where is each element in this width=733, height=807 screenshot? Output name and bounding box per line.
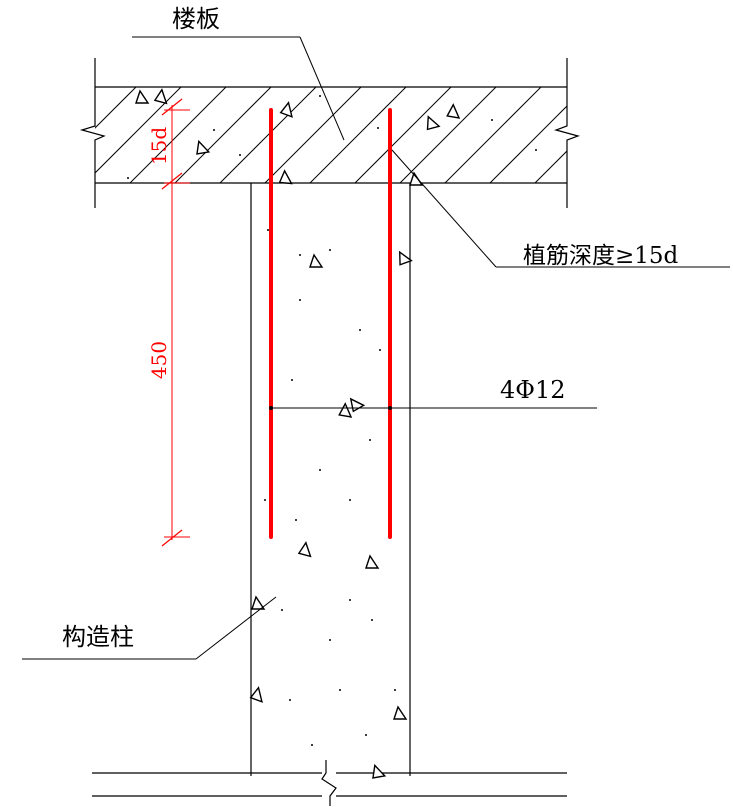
concrete-aggregate-marks <box>127 88 537 779</box>
floor-break-symbol <box>321 760 337 806</box>
hatch-line <box>174 87 272 183</box>
aggregate-triangle <box>135 89 150 104</box>
aggregate-triangle <box>297 541 312 558</box>
aggregate-dot <box>213 129 215 131</box>
aggregate-triangle <box>279 101 293 118</box>
aggregate-triangle <box>426 115 441 131</box>
aggregate-triangle <box>196 139 211 155</box>
hatch-line <box>354 87 452 183</box>
aggregate-dot <box>319 95 321 97</box>
aggregate-dot <box>491 119 493 121</box>
aggregate-triangle <box>249 686 263 703</box>
aggregate-dot <box>394 689 396 691</box>
aggregate-dot <box>299 254 301 256</box>
dimension-450-label: 450 <box>147 341 171 379</box>
aggregate-dot <box>264 499 266 501</box>
aggregate-triangle <box>153 88 168 105</box>
aggregate-dot <box>267 229 269 231</box>
hatch-line <box>219 87 317 183</box>
hatch-line <box>444 87 542 183</box>
aggregate-triangle <box>338 402 353 418</box>
dimension-tick-top <box>161 98 183 116</box>
aggregate-dot <box>329 639 331 641</box>
aggregate-triangle <box>365 554 380 569</box>
column-leader-line <box>195 596 277 660</box>
aggregate-dot <box>329 249 331 251</box>
aggregate-triangle <box>251 595 266 610</box>
aggregate-dot <box>127 177 129 179</box>
aggregate-dot <box>349 599 351 601</box>
aggregate-triangle <box>278 169 293 185</box>
aggregate-dot <box>289 699 291 701</box>
aggregate-dot <box>359 329 361 331</box>
aggregate-dot <box>281 609 283 611</box>
hatch-line <box>670 87 733 183</box>
aggregate-dot <box>239 154 241 156</box>
aggregate-triangle <box>372 763 387 779</box>
aggregate-triangle <box>398 250 413 266</box>
slab-right-break-line <box>554 58 580 208</box>
rebar-spec-leader-dot-right <box>388 406 392 410</box>
hatch-line <box>534 150 567 183</box>
aggregate-dot <box>311 744 313 746</box>
anchor-depth-label: 植筋深度≥15d <box>523 243 679 269</box>
dimension-tick-bottom <box>161 529 183 547</box>
slab-leader-line <box>299 36 345 141</box>
aggregate-dot <box>365 734 367 736</box>
rebar-spec-leader-dot-left <box>269 406 273 410</box>
dimension-chain: 15d 450 <box>147 98 190 547</box>
aggregate-dot <box>295 519 297 521</box>
hatch-line <box>715 87 733 183</box>
aggregate-triangle <box>309 253 324 268</box>
structural-column <box>250 183 411 776</box>
column-label: 构造柱 <box>62 623 134 651</box>
aggregate-dot <box>377 127 379 129</box>
rebars <box>269 108 392 539</box>
dimension-tick-middle <box>161 172 183 190</box>
aggregate-dot <box>371 619 373 621</box>
aggregate-triangle <box>393 705 408 720</box>
hatch-line <box>625 87 721 183</box>
aggregate-dot <box>339 689 341 691</box>
hatch-line <box>399 87 497 183</box>
floor-slab <box>79 58 733 208</box>
hatch-line <box>309 87 407 183</box>
bottom-floor <box>92 760 567 806</box>
annotations: 楼板 植筋深度≥15d 4Φ12 构造柱 <box>22 5 730 660</box>
dimension-15d-label: 15d <box>147 127 171 165</box>
aggregate-dot <box>299 299 301 301</box>
aggregate-triangle <box>409 171 424 186</box>
aggregate-dot <box>319 469 321 471</box>
aggregate-dot <box>379 349 381 351</box>
slab-label: 楼板 <box>172 5 220 33</box>
aggregate-triangle <box>446 103 461 119</box>
aggregate-dot <box>291 379 293 381</box>
hatch-line <box>129 87 227 183</box>
slab-left-break-line <box>79 58 106 208</box>
anchor-depth-leader-line <box>391 149 497 268</box>
aggregate-dot <box>369 439 371 441</box>
hatch-line <box>95 87 137 129</box>
slab-hatching <box>95 87 733 183</box>
aggregate-triangle <box>349 397 366 413</box>
hatch-line <box>264 87 362 183</box>
rebar-spec-label: 4Φ12 <box>500 376 565 404</box>
aggregate-dot <box>349 499 351 501</box>
aggregate-dot <box>535 149 537 151</box>
hatch-line <box>489 105 567 183</box>
hatch-line <box>580 87 676 183</box>
